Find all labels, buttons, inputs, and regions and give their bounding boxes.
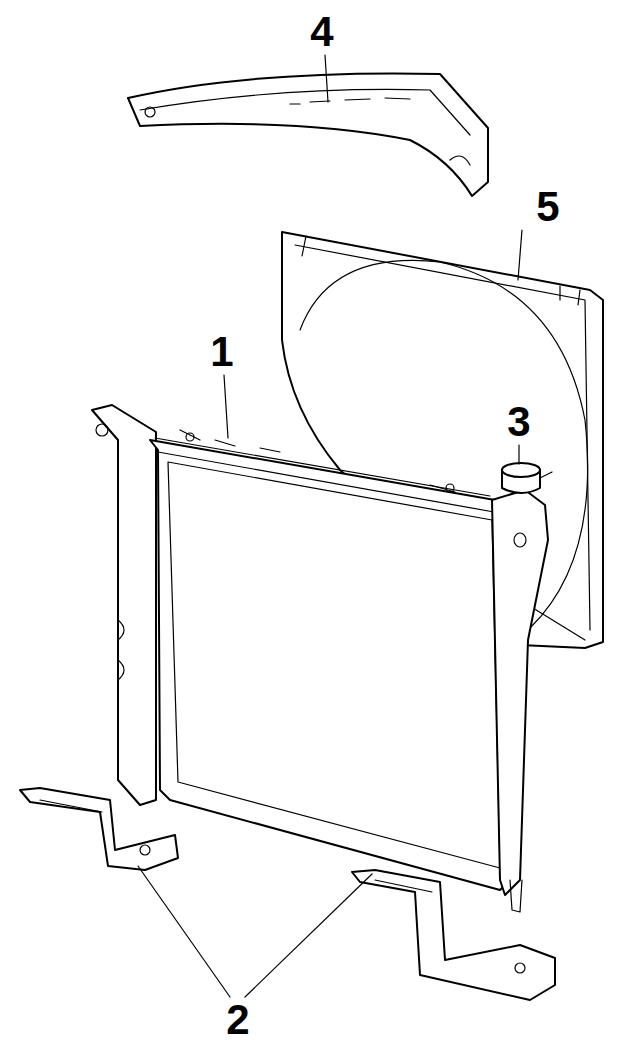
radiator [92, 405, 552, 912]
callout-number: 5 [536, 186, 559, 228]
mounting-brackets [20, 788, 555, 1000]
callout-number: 1 [210, 331, 233, 373]
leader-lines [138, 55, 522, 997]
callout-number: 3 [507, 401, 530, 443]
upper-shroud [128, 74, 488, 197]
callout-number: 4 [310, 11, 333, 53]
callout-number: 2 [226, 999, 249, 1041]
